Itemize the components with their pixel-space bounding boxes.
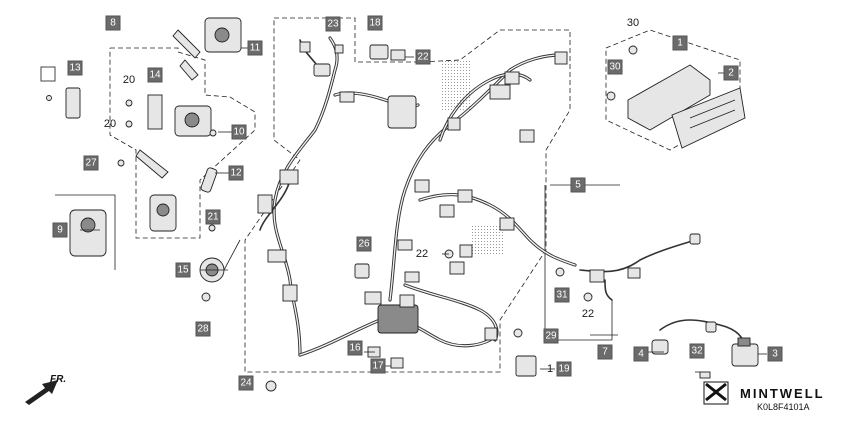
svg-text:23: 23 — [327, 19, 339, 30]
brand-logo: MINTWELL — [703, 381, 825, 405]
svg-text:18: 18 — [369, 18, 381, 29]
callout-32[interactable]: 32 — [689, 343, 705, 359]
svg-text:31: 31 — [556, 290, 568, 301]
ecu-assembly — [627, 64, 746, 149]
callout-31[interactable]: 31 — [554, 287, 570, 303]
callout-2[interactable]: 2 — [723, 65, 739, 81]
svg-text:30: 30 — [609, 62, 621, 73]
front-direction-arrow: FR. — [25, 374, 66, 405]
svg-text:4: 4 — [638, 349, 644, 360]
brand-logo-icon — [705, 382, 727, 402]
callout-19[interactable]: 19 — [556, 361, 572, 377]
label-22-right: 22 — [582, 308, 594, 320]
label-20-lower: 20 — [104, 118, 116, 130]
callout-14[interactable]: 14 — [147, 67, 163, 83]
callout-3[interactable]: 3 — [767, 346, 783, 362]
callout-1[interactable]: 1 — [672, 35, 688, 51]
harness-connectors — [257, 41, 701, 341]
svg-text:3: 3 — [772, 349, 778, 360]
solid-frames — [55, 185, 618, 341]
svg-text:19: 19 — [558, 364, 570, 375]
callout-11[interactable]: 11 — [247, 40, 263, 56]
callout-29[interactable]: 29 — [543, 328, 559, 344]
svg-text:16: 16 — [349, 343, 361, 354]
brand-name: MINTWELL — [740, 386, 825, 401]
svg-text:13: 13 — [69, 63, 81, 74]
label-22-center: 22 — [416, 248, 428, 260]
callout-18[interactable]: 18 — [367, 15, 383, 31]
leader-lines — [80, 47, 767, 373]
label-1-small: 1 — [547, 363, 553, 375]
diagram-code: K0L8F4101A — [757, 402, 810, 412]
svg-text:11: 11 — [250, 43, 261, 54]
callout-13-blank — [40, 66, 56, 82]
plain-labels: 20 20 30 22 22 1 — [104, 17, 639, 375]
dashed-frames — [109, 17, 741, 373]
callout-12[interactable]: 12 — [228, 165, 244, 181]
callout-9[interactable]: 9 — [52, 222, 68, 238]
callout-30[interactable]: 30 — [607, 59, 623, 75]
svg-text:8: 8 — [110, 18, 116, 29]
svg-text:12: 12 — [230, 168, 242, 179]
svg-text:1: 1 — [677, 38, 683, 49]
callout-16[interactable]: 16 — [347, 340, 363, 356]
callout-7[interactable]: 7 — [597, 344, 613, 360]
svg-text:7: 7 — [602, 347, 608, 358]
coil-and-sensors — [651, 321, 759, 367]
svg-text:14: 14 — [149, 70, 161, 81]
callout-5[interactable]: 5 — [570, 177, 586, 193]
svg-text:15: 15 — [177, 265, 189, 276]
callout-23[interactable]: 23 — [325, 16, 341, 32]
front-direction-label: FR. — [50, 374, 66, 385]
callout-4[interactable]: 4 — [633, 346, 649, 362]
callout-15[interactable]: 15 — [175, 262, 191, 278]
label-20-upper: 20 — [123, 74, 135, 86]
callouts: 1 2 3 4 5 7 8 9 10 11 12 13 14 15 16 17 … — [40, 15, 783, 391]
callout-28[interactable]: 28 — [195, 321, 211, 337]
callout-10[interactable]: 10 — [231, 124, 247, 140]
callout-13[interactable]: 13 — [67, 60, 83, 76]
svg-text:5: 5 — [575, 180, 581, 191]
svg-text:10: 10 — [233, 127, 245, 138]
callout-22[interactable]: 22 — [415, 49, 431, 65]
callout-21[interactable]: 21 — [205, 209, 221, 225]
callout-26[interactable]: 26 — [356, 236, 372, 252]
callout-27[interactable]: 27 — [83, 155, 99, 171]
label-30: 30 — [627, 17, 639, 29]
callout-17[interactable]: 17 — [370, 358, 386, 374]
svg-text:2: 2 — [728, 68, 734, 79]
svg-text:26: 26 — [358, 239, 370, 250]
ignition-switch-assemblies — [65, 17, 242, 257]
svg-text:9: 9 — [57, 225, 63, 236]
callout-24[interactable]: 24 — [238, 375, 254, 391]
svg-text:32: 32 — [691, 346, 703, 357]
svg-text:28: 28 — [197, 324, 209, 335]
callout-8[interactable]: 8 — [105, 15, 121, 31]
svg-text:21: 21 — [207, 212, 219, 223]
svg-text:27: 27 — [85, 158, 97, 169]
svg-text:17: 17 — [372, 361, 384, 372]
svg-text:29: 29 — [545, 331, 557, 342]
svg-text:24: 24 — [240, 378, 252, 389]
svg-text:22: 22 — [417, 52, 429, 63]
